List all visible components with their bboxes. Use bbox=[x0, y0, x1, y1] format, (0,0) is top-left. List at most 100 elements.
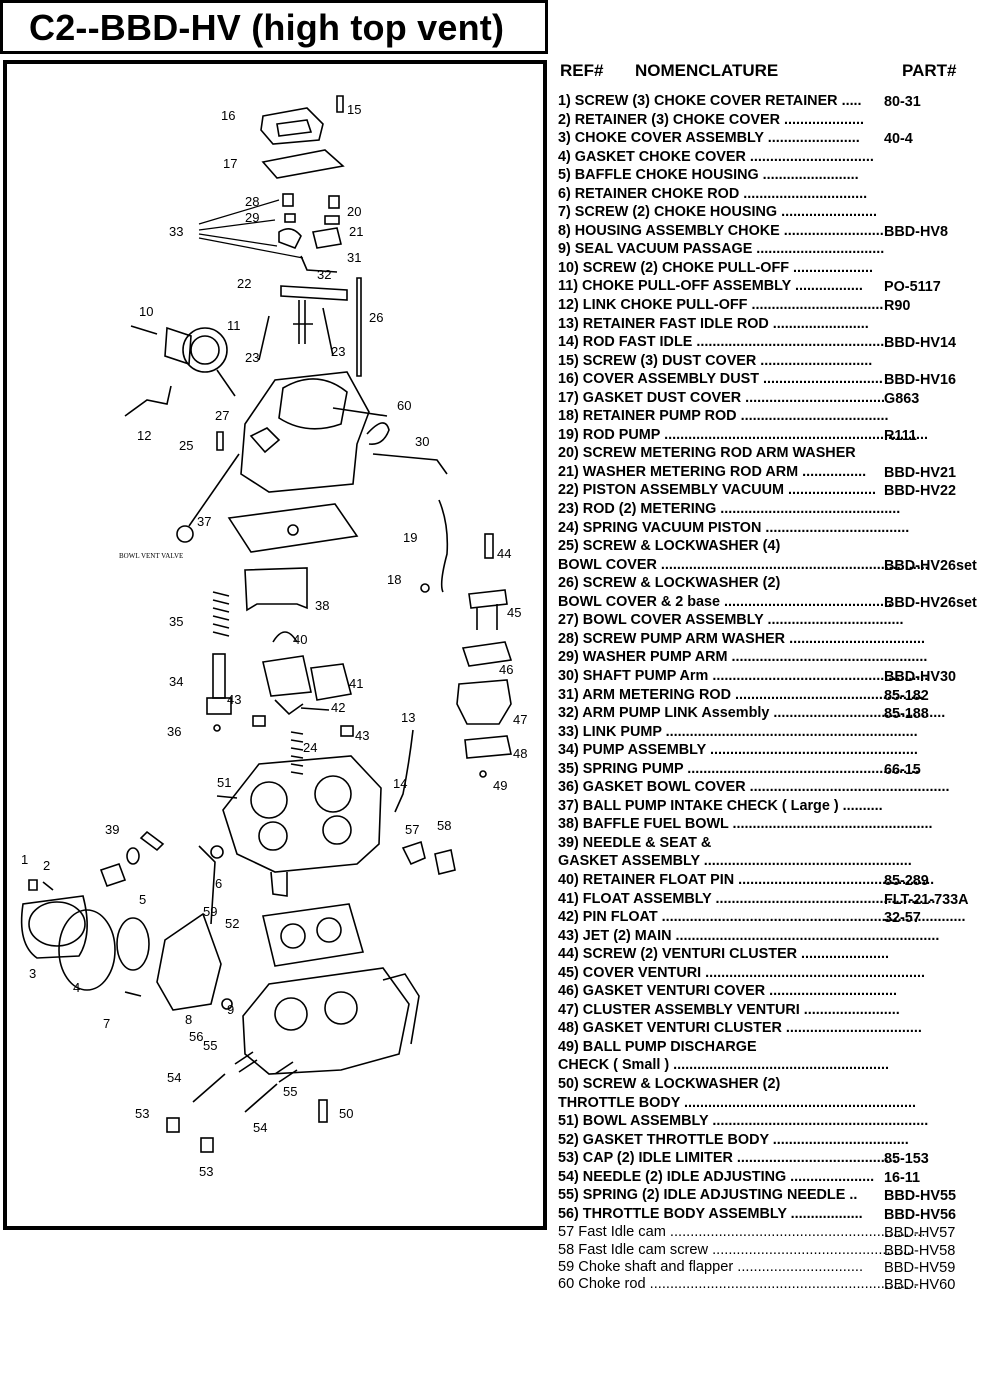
part-row: 10) SCREW (2) CHOKE PULL-OFF ...........… bbox=[558, 260, 1000, 279]
part-name: 25) SCREW & LOCKWASHER (4) bbox=[558, 538, 781, 555]
part-name: 26) SCREW & LOCKWASHER (2) bbox=[558, 575, 781, 592]
part-row: 1) SCREW (3) CHOKE COVER RETAINER .....8… bbox=[558, 93, 1000, 112]
part-name: 44) SCREW (2) VENTURI CLUSTER ..........… bbox=[558, 946, 890, 963]
parts-list: 1) SCREW (3) CHOKE COVER RETAINER .....8… bbox=[558, 93, 1000, 1294]
part-name: 18) RETAINER PUMP ROD ..................… bbox=[558, 408, 889, 425]
part-number: 32-57 bbox=[884, 910, 921, 927]
part-name: 57 Fast Idle cam .......................… bbox=[558, 1224, 926, 1241]
screw-15-part bbox=[336, 95, 344, 113]
throttle-gasket-part bbox=[262, 903, 365, 967]
part-row: 40) RETAINER FLOAT PIN .................… bbox=[558, 872, 1000, 891]
part-row: 47) CLUSTER ASSEMBLY VENTURI ...........… bbox=[558, 1002, 1000, 1021]
part-row: 17) GASKET DUST COVER ..................… bbox=[558, 390, 1000, 409]
part-number: BBD-HV8 bbox=[884, 223, 948, 240]
part-row: 33) LINK PUMP ..........................… bbox=[558, 724, 1000, 743]
part-number: BBD-HV55 bbox=[884, 1188, 956, 1205]
part-number: BBD-HV30 bbox=[884, 668, 956, 685]
callout-label: 34 bbox=[169, 674, 183, 689]
part-row: 48) GASKET VENTURI CLUSTER .............… bbox=[558, 1020, 1000, 1039]
callout-label: 9 bbox=[227, 1002, 234, 1017]
carburetor-exploded-view: BOWL VENT VALVE 123456789101112131415161… bbox=[20, 95, 527, 1179]
part-row: 3) CHOKE COVER ASSEMBLY ................… bbox=[558, 130, 1000, 149]
part-name: 46) GASKET VENTURI COVER ...............… bbox=[558, 983, 898, 1000]
callout-label: 2 bbox=[43, 858, 50, 873]
callout-label: 57 bbox=[405, 822, 419, 837]
ref-header: REF# bbox=[560, 61, 604, 80]
part-row: 43) JET (2) MAIN .......................… bbox=[558, 928, 1000, 947]
part-row: 32) ARM PUMP LINK Assembly .............… bbox=[558, 705, 1000, 724]
page-title: C2--BBD-HV (high top vent) bbox=[29, 7, 505, 48]
part-row: 4) GASKET CHOKE COVER ..................… bbox=[558, 149, 1000, 168]
callout-label: 24 bbox=[303, 740, 317, 755]
part-name: 29) WASHER PUMP ARM ....................… bbox=[558, 649, 928, 666]
part-name: 31) ARM METERING ROD ...................… bbox=[558, 686, 923, 703]
callout-label: 42 bbox=[331, 700, 345, 715]
callout-label: 36 bbox=[167, 724, 181, 739]
part-row: 54) NEEDLE (2) IDLE ADJUSTING ..........… bbox=[558, 1169, 1000, 1188]
part-number: 85-188 bbox=[884, 706, 929, 723]
part-name: 4) GASKET CHOKE COVER ..................… bbox=[558, 148, 874, 165]
part-row: 27) BOWL COVER ASSEMBLY ................… bbox=[558, 612, 1000, 631]
part-name: 45) COVER VENTURI ......................… bbox=[558, 964, 926, 981]
bowl-cover-part bbox=[240, 371, 370, 493]
callout-label: 41 bbox=[349, 676, 363, 691]
part-name: CHECK ( Small ) ........................… bbox=[558, 1057, 890, 1074]
part-name: 42) PIN FLOAT ..........................… bbox=[558, 909, 966, 926]
callout-label: 48 bbox=[513, 746, 527, 761]
callout-label: 19 bbox=[403, 530, 417, 545]
part-row: 53) CAP (2) IDLE LIMITER ...............… bbox=[558, 1150, 1000, 1169]
callout-label: 14 bbox=[393, 776, 407, 791]
float-part bbox=[262, 655, 312, 697]
part-row: 56) THROTTLE BODY ASSEMBLY .............… bbox=[558, 1206, 1000, 1225]
part-name: 8) HOUSING ASSEMBLY CHOKE ..............… bbox=[558, 222, 884, 239]
part-number: BBD-HV14 bbox=[884, 335, 956, 352]
part-row: 18) RETAINER PUMP ROD ..................… bbox=[558, 408, 1000, 427]
part-name: 30) SHAFT PUMP Arm .....................… bbox=[558, 667, 929, 684]
nomenclature-header: NOMENCLATURE bbox=[635, 61, 779, 80]
callout-label: 54 bbox=[167, 1070, 181, 1085]
choke-housing-part bbox=[156, 912, 222, 1011]
part-name: 17) GASKET DUST COVER ..................… bbox=[558, 389, 886, 406]
part-number: BBD-HV57 bbox=[884, 1225, 956, 1242]
part-name: 21) WASHER METERING ROD ARM ............… bbox=[558, 463, 867, 480]
callout-label: 47 bbox=[513, 712, 527, 727]
part-name: 55) SPRING (2) IDLE ADJUSTING NEEDLE .. bbox=[558, 1187, 858, 1204]
part-name: BOWL COVER & 2 base ....................… bbox=[558, 593, 892, 610]
callout-label: 52 bbox=[225, 916, 239, 931]
callout-label: 18 bbox=[387, 572, 401, 587]
part-name: 48) GASKET VENTURI CLUSTER .............… bbox=[558, 1020, 922, 1037]
callout-label: 54 bbox=[253, 1120, 267, 1135]
part-name: 58 Fast Idle cam screw .................… bbox=[558, 1241, 915, 1258]
part-number: 16-11 bbox=[884, 1169, 921, 1186]
callout-label: 15 bbox=[347, 102, 361, 117]
part-name: 33) LINK PUMP ..........................… bbox=[558, 723, 918, 740]
part-name: 38) BAFFLE FUEL BOWL ...................… bbox=[558, 816, 933, 833]
part-row: 41) FLOAT ASSEMBLY .....................… bbox=[558, 891, 1000, 910]
callout-label: 46 bbox=[499, 662, 513, 677]
callout-label: 4 bbox=[73, 980, 80, 995]
part-number: BBD-HV22 bbox=[884, 483, 956, 500]
part-name: 13) RETAINER FAST IDLE ROD .............… bbox=[558, 315, 869, 332]
callout-label: 31 bbox=[347, 250, 361, 265]
part-number: G863 bbox=[884, 390, 920, 407]
part-name: THROTTLE BODY ..........................… bbox=[558, 1094, 916, 1111]
part-row: 5) BAFFLE CHOKE HOUSING ................… bbox=[558, 167, 1000, 186]
part-row: 21) WASHER METERING ROD ARM ............… bbox=[558, 464, 1000, 483]
callout-label: 59 bbox=[203, 904, 217, 919]
bowl-cover-gasket-part bbox=[227, 503, 359, 553]
part-row: 19) ROD PUMP ...........................… bbox=[558, 427, 1000, 446]
part-row: 31) ARM METERING ROD ...................… bbox=[558, 687, 1000, 706]
part-row: GASKET ASSEMBLY ........................… bbox=[558, 853, 1000, 872]
callout-label: 55 bbox=[283, 1084, 297, 1099]
part-row: 34) PUMP ASSEMBLY ......................… bbox=[558, 742, 1000, 761]
callout-label: 32 bbox=[317, 267, 331, 282]
callout-label: 30 bbox=[415, 434, 429, 449]
callout-label: 27 bbox=[215, 408, 229, 423]
part-name: 14) ROD FAST IDLE ......................… bbox=[558, 334, 885, 351]
part-number: BBD-HV58 bbox=[884, 1242, 956, 1259]
callout-label: 40 bbox=[293, 632, 307, 647]
part-row: 20) SCREW METERING ROD ARM WASHER bbox=[558, 445, 1000, 464]
part-row: 8) HOUSING ASSEMBLY CHOKE ..............… bbox=[558, 223, 1000, 242]
callout-label: 37 bbox=[197, 514, 211, 529]
